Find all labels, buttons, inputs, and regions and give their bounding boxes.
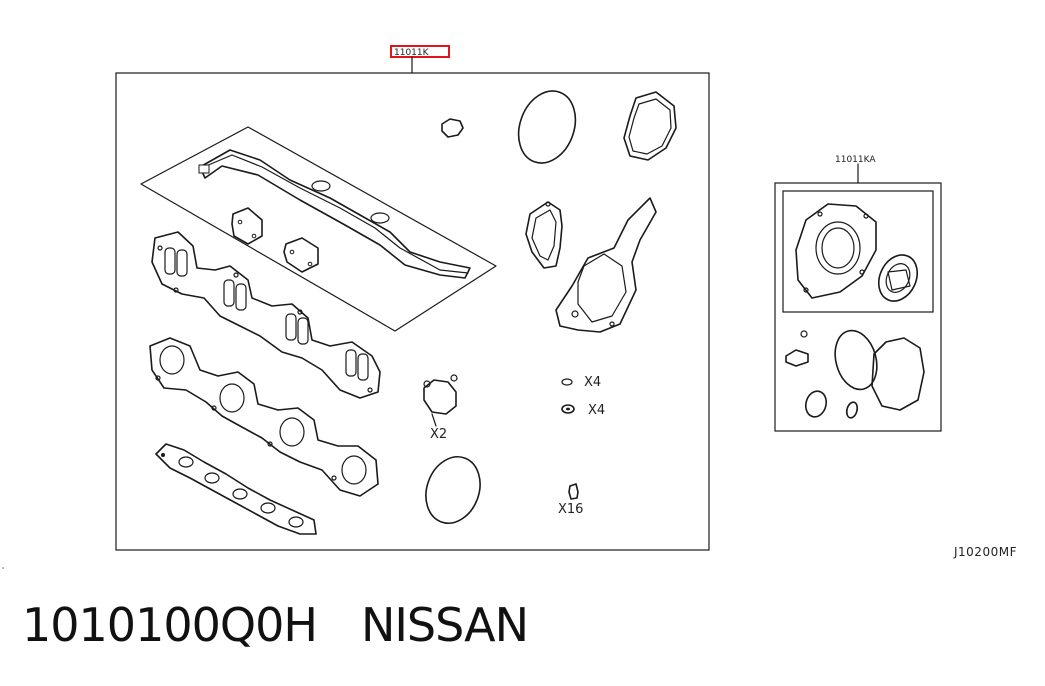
valve-stem-seal-icon [568, 483, 579, 500]
intake-manifold-gasket [151, 231, 381, 399]
water-pump-gaskets [525, 197, 657, 333]
shaped-gasket-top [623, 91, 677, 161]
sub-kit-frame [774, 182, 942, 432]
bracket-seal [423, 374, 458, 427]
stray-mark [2, 567, 4, 569]
rear-oil-seal-retainer [795, 203, 877, 299]
brand-name: NISSAN [360, 598, 529, 652]
rear-seal-subframe [782, 190, 934, 313]
exhaust-manifold-gasket [149, 337, 379, 497]
part-caption: 1010100Q0H NISSAN [22, 598, 529, 652]
rear-oil-seal [877, 254, 919, 302]
small-housing-gaskets [231, 207, 319, 273]
main-kit-label[interactable]: 11011K [394, 48, 430, 58]
figure-code: J10200MF [953, 545, 1017, 559]
bracket-seal-qty: X2 [430, 427, 447, 442]
part-number: 1010100Q0H [22, 598, 318, 652]
cylinder-head-gasket [140, 126, 497, 332]
main-kit-frame [115, 72, 710, 551]
large-o-ring-top [517, 90, 577, 164]
small-ring-icon [561, 378, 573, 386]
sub-kit-small-gaskets [785, 329, 925, 419]
washer-icon [561, 404, 575, 414]
injector-seal-strip [155, 443, 317, 535]
sub-kit-label[interactable]: 11011KA [835, 155, 876, 165]
large-o-ring-bottom [425, 456, 481, 524]
valve-stem-seal-qty: X16 [558, 502, 583, 517]
small-ring-qty: X4 [584, 375, 601, 390]
main-kit-label-highlight[interactable] [390, 45, 450, 58]
small-plug [441, 118, 464, 138]
washer-qty: X4 [588, 403, 605, 418]
